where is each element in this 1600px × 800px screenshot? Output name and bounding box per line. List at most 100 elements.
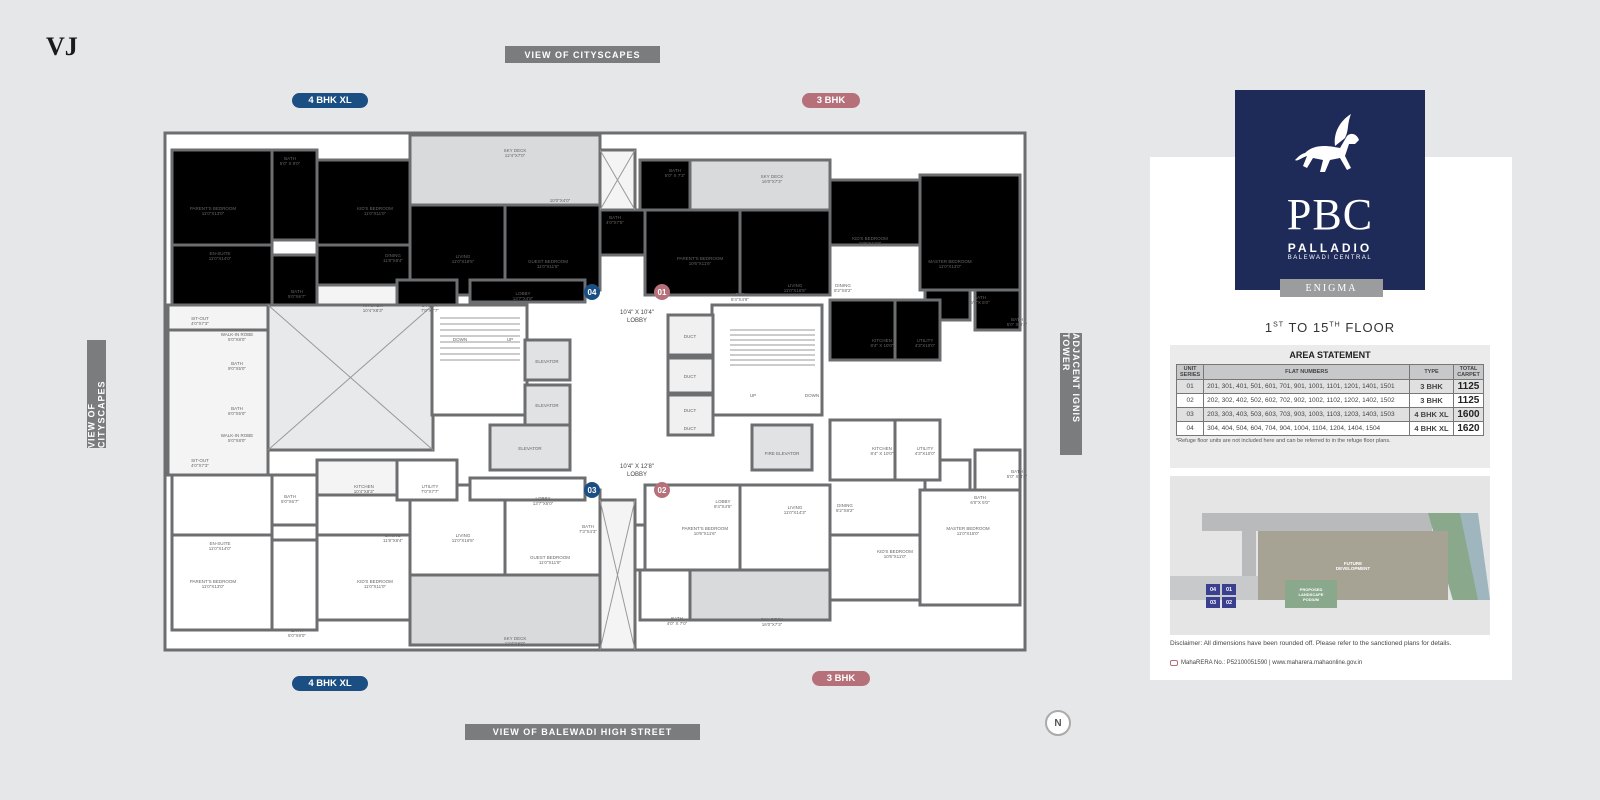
future-label: FUTURE DEVELOPMENT — [1335, 560, 1371, 571]
core-label: DOWN — [805, 393, 819, 398]
duct — [666, 393, 715, 437]
elevator — [523, 383, 572, 427]
room-dimension: 10'6"X11'6" — [694, 531, 717, 536]
unit-room — [893, 418, 942, 482]
room-name: BATH — [669, 168, 681, 173]
unit-room — [166, 328, 270, 477]
room-dimension: 11'0"X11'8" — [537, 264, 560, 269]
room-dimension: 8'4"X4'5" — [714, 504, 732, 509]
unit-room — [408, 133, 602, 207]
unit-tag-4bhk-top: 4 BHK XL — [292, 93, 368, 108]
room-name: KID'S BEDROOM — [357, 206, 393, 211]
unit-badge-label: 03 — [588, 486, 597, 495]
room-name: SKY DECK — [761, 617, 784, 622]
room-name: KITCHEN — [872, 446, 892, 451]
flats: 304, 404, 504, 604, 704, 904, 1004, 1104… — [1203, 421, 1410, 436]
room-dimension: 5'0"X8'0" — [228, 438, 246, 443]
road-side — [1242, 531, 1256, 576]
unit-room — [643, 483, 742, 572]
room-dimension: 5'0" X 9'0" — [280, 161, 301, 166]
lobby-dimension: 10'4" X 10'4" — [620, 310, 654, 316]
room-dimension: 4'0"X7'3" — [191, 463, 209, 468]
unit-room — [688, 568, 832, 622]
room-dimension: 7'0"X7'7" — [421, 308, 439, 313]
logo-monogram: PBC — [1286, 190, 1374, 239]
room-dimension: 6'0"X 5'0" — [970, 300, 990, 305]
unit: 04 — [1175, 421, 1205, 436]
room-name: BATH — [291, 628, 303, 633]
room-name: SIT-OUT — [191, 316, 209, 321]
room-dimension: 5'0"X9'0" — [288, 633, 306, 638]
room-name: UTILITY — [422, 303, 439, 308]
room-dimension: 5'0"X8'0" — [228, 337, 246, 342]
room-name: EN-SUITE — [209, 251, 230, 256]
room-dimension: 6'0"X5'0" — [228, 411, 246, 416]
type: 4 BHK XL — [1409, 407, 1454, 422]
th-carpet: TOTAL CARPET — [1453, 364, 1484, 380]
room-name: WALK-IN ROBE — [221, 433, 254, 438]
room-dimension: 11'0"X11'0" — [364, 584, 387, 589]
room-name: BATH — [671, 616, 683, 621]
rera-icon — [1170, 660, 1178, 666]
room-name: SIT-OUT — [191, 458, 209, 463]
room-dimension: 5'0"X6'7" — [288, 294, 306, 299]
th-unit: UNIT SERIES — [1175, 364, 1205, 380]
floor-mid: TO 15 — [1284, 320, 1330, 335]
room-name: KITCHEN — [872, 338, 892, 343]
core-label: DUCT — [684, 408, 697, 413]
refuge-note: *Refuge floor units are not included her… — [1176, 438, 1391, 444]
unit-room — [688, 158, 832, 212]
room-dimension: 12'4"X6'9" — [505, 641, 526, 646]
room-outline — [918, 173, 1022, 292]
unit-tag-3bhk-top: 3 BHK — [802, 93, 860, 108]
th-type: TYPE — [1409, 364, 1454, 380]
floor-sup1: ST — [1273, 321, 1285, 329]
site-unit: 02 — [1222, 597, 1236, 608]
room-dimension: 10'0"X4'0" — [550, 198, 571, 203]
floor-pre: 1 — [1264, 320, 1274, 335]
room-name: LIVING — [456, 533, 471, 538]
area-table-header: UNIT SERIES FLAT NUMBERS TYPE TOTAL CARP… — [1175, 364, 1484, 380]
room-outline — [170, 243, 274, 307]
floor-range-title: 1ST TO 15TH FLOOR — [1170, 320, 1490, 335]
room-dimension: 8'2"X8'2" — [834, 288, 852, 293]
room-name: PARENT'S BEDROOM — [190, 206, 237, 211]
unit-room — [828, 533, 922, 602]
room-dimension: 6'0"X 5'0" — [970, 500, 990, 505]
core-label: ELEVATOR — [535, 403, 559, 408]
room-dimension: 11'8"X8'4" — [383, 538, 403, 543]
lobby-dimension: 10'4" X 12'8" — [620, 464, 654, 470]
room-name: GUEST BEDROOM — [528, 259, 568, 264]
room-name: BATH — [1011, 469, 1023, 474]
room-dimension: 11'0"X14'0" — [209, 256, 232, 261]
room-dimension: 8'4" X 10'0" — [871, 343, 894, 348]
room-outline — [315, 158, 412, 247]
room-dimension: 4'3"X10'0" — [915, 451, 936, 456]
room-dimension: 11'0"X14'0" — [209, 546, 232, 551]
room-name: SKY DECK — [761, 174, 784, 179]
unit-badge — [654, 284, 670, 300]
type: 4 BHK XL — [1409, 421, 1454, 436]
room-dimension: 10'6"X11'0" — [884, 554, 907, 559]
unit: 02 — [1175, 393, 1205, 408]
room-name: MASTER BEDROOM — [946, 526, 990, 531]
room-name: BATH — [582, 524, 594, 529]
room-name: DINING — [837, 503, 853, 508]
room-dimension: 9'0"X5'0" — [228, 366, 246, 371]
core-label: DUCT — [684, 374, 697, 379]
duct — [666, 313, 715, 357]
logo-project-sub: BALEWADI CENTRAL — [1287, 255, 1373, 261]
room-name: MASTER BEDROOM — [928, 259, 972, 264]
room-dimension: 11'0"X15'0" — [957, 531, 980, 536]
room-name: EN-SUITE — [209, 541, 230, 546]
logo-project-name: PALLADIO — [1287, 241, 1373, 255]
room-outline — [270, 148, 319, 242]
room-dimension: 11'8"X8'4" — [383, 258, 403, 263]
lobby-name: LOBBY — [627, 472, 647, 478]
podium-label: PROPOSED LANDSCAPE PODIUM — [1298, 586, 1324, 602]
site-unit: 03 — [1206, 597, 1220, 608]
room-outline — [598, 208, 647, 257]
